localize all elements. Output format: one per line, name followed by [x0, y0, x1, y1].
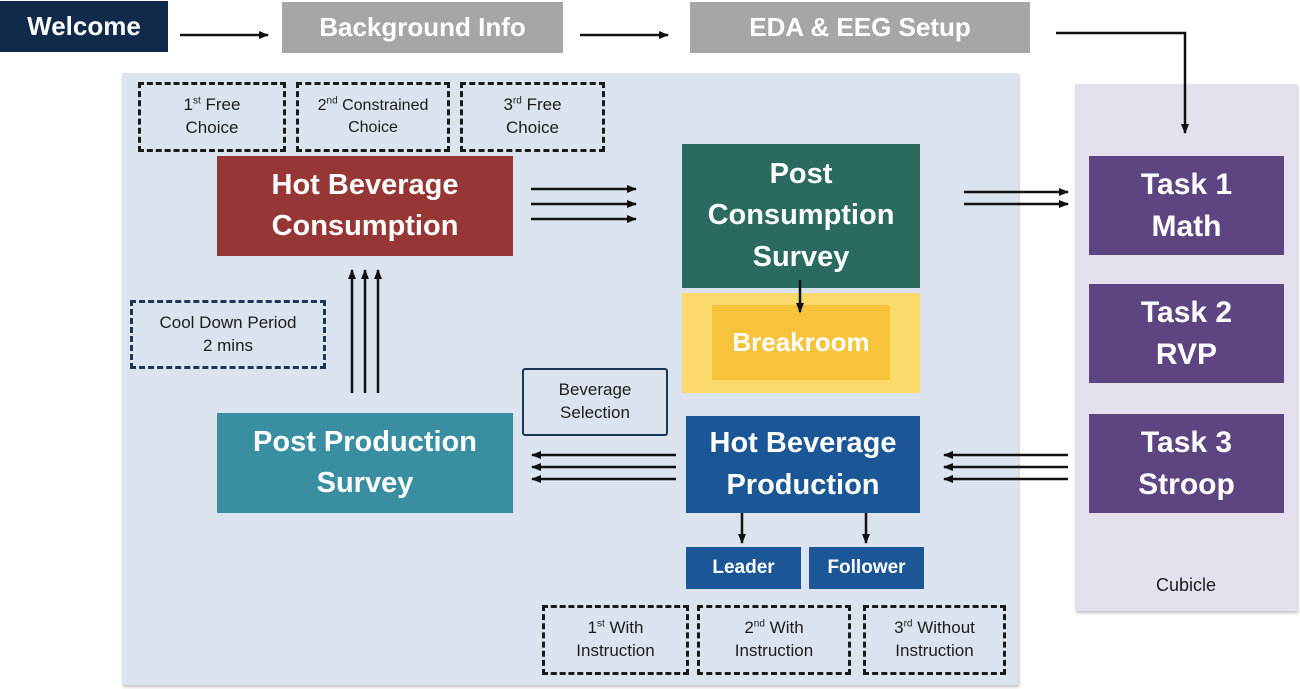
third-free-choice-box: 3rd Free Choice — [460, 82, 605, 152]
task-2-rvp-box: Task 2 RVP — [1089, 284, 1284, 383]
third-without-instruction-box: 3rd Without Instruction — [863, 605, 1006, 675]
arrows-survey-to-task — [964, 188, 1069, 208]
arrow-setup-to-task1 — [1056, 31, 1189, 134]
post-consumption-survey-box: Post Consumption Survey — [682, 144, 920, 288]
leader-box: Leader — [686, 547, 801, 589]
first-with-instruction-box: 1st With Instruction — [542, 605, 689, 675]
task-3-stroop-box: Task 3 Stroop — [1089, 414, 1284, 513]
welcome-label: Welcome — [27, 11, 141, 41]
second-constrained-choice-box: 2nd Constrained Choice — [296, 82, 450, 152]
arrows-consumption-to-survey — [531, 185, 637, 223]
first-free-choice-box: 1st Free Choice — [138, 82, 286, 152]
background-info-step: Background Info — [282, 2, 563, 53]
hot-beverage-consumption-box: Hot Beverage Consumption — [217, 156, 513, 256]
arrows-production-survey-to-consumption — [348, 269, 382, 393]
cool-down-period-box: Cool Down Period 2 mins — [130, 300, 326, 369]
eda-eeg-setup-step: EDA & EEG Setup — [690, 2, 1030, 53]
background-info-label: Background Info — [319, 12, 526, 42]
beverage-selection-box: Beverage Selection — [522, 368, 668, 436]
hot-beverage-production-box: Hot Beverage Production — [686, 416, 920, 513]
follower-box: Follower — [809, 547, 924, 589]
task-1-math-box: Task 1 Math — [1089, 156, 1284, 255]
breakroom-box: Breakroom — [712, 305, 890, 380]
arrows-task-to-production — [943, 451, 1068, 483]
welcome-step: Welcome — [0, 1, 168, 52]
post-production-survey-box: Post Production Survey — [217, 413, 513, 513]
second-with-instruction-box: 2nd With Instruction — [697, 605, 851, 675]
eda-eeg-setup-label: EDA & EEG Setup — [749, 12, 971, 42]
arrows-production-to-survey — [531, 451, 676, 483]
cubicle-label: Cubicle — [1155, 574, 1217, 595]
